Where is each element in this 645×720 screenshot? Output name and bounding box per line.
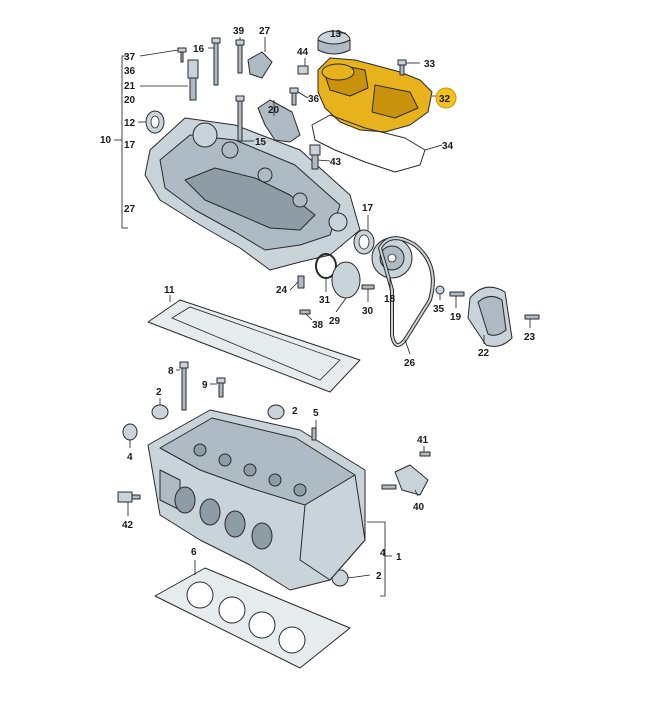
washer-35 (435, 285, 445, 295)
top-bolts (177, 37, 407, 142)
label-36-right: 36 (308, 94, 320, 105)
sealing-cap-29 (331, 261, 361, 299)
label-41: 41 (417, 435, 429, 446)
oil-filler-housing-highlighted (317, 57, 433, 133)
label-42: 42 (122, 520, 134, 531)
label-17-lower: 17 (362, 203, 374, 214)
label-19: 19 (450, 312, 462, 323)
label-44: 44 (297, 47, 309, 58)
label-6: 6 (191, 547, 197, 558)
bracket-27 (247, 51, 273, 79)
label-10: 10 (100, 135, 112, 146)
cylinder-head (147, 409, 366, 591)
highlight-marker-32: 32 (435, 87, 457, 109)
label-34: 34 (442, 141, 454, 152)
housing-gasket (311, 114, 426, 173)
label-26: 26 (404, 358, 416, 369)
label-23: 23 (524, 332, 536, 343)
temperature-sender (309, 144, 321, 170)
label-15: 15 (255, 137, 267, 148)
control-valve (187, 59, 199, 101)
plug-2-right (267, 404, 285, 420)
label-2-right: 2 (292, 406, 298, 417)
label-33: 33 (424, 59, 436, 70)
label-18: 18 (384, 294, 396, 305)
cover-gasket (147, 299, 361, 393)
label-1: 1 (396, 552, 402, 563)
label-17-top: 17 (124, 140, 136, 151)
camshaft-sprocket (371, 237, 413, 279)
label-30: 30 (362, 306, 374, 317)
plug-4 (122, 423, 138, 441)
oil-filler-cap (317, 30, 351, 55)
sensor-42 (117, 491, 141, 503)
bolt-38 (299, 309, 311, 315)
label-2-bottom: 2 (376, 571, 382, 582)
label-40: 40 (413, 502, 425, 513)
label-9: 9 (202, 380, 208, 391)
leader-lines (127, 32, 531, 579)
label-29: 29 (329, 316, 341, 327)
label-31: 31 (319, 295, 331, 306)
label-27-left: 27 (124, 204, 136, 215)
part-labels: 13 39 27 16 44 33 37 36 21 20 20 36 32 1… (100, 26, 536, 582)
plug-2-left (151, 404, 169, 420)
label-43: 43 (330, 157, 342, 168)
bolt-9 (216, 377, 226, 384)
bolt-19 (449, 291, 465, 297)
label-2-left: 2 (156, 387, 162, 398)
cylinder-head-cover (144, 117, 361, 271)
label-39: 39 (233, 26, 245, 37)
label-4-right: 4 (380, 548, 386, 559)
label-27-top: 27 (259, 26, 271, 37)
group-brackets (114, 55, 392, 597)
label-4-left: 4 (127, 452, 133, 463)
label-37: 37 (124, 52, 136, 63)
bolt-23 (524, 314, 540, 320)
head-gasket (154, 567, 351, 669)
label-12: 12 (124, 118, 136, 129)
sensor-24 (297, 275, 305, 289)
label-22: 22 (478, 348, 490, 359)
label-24: 24 (276, 285, 288, 296)
label-13: 13 (330, 29, 342, 40)
label-11: 11 (164, 285, 175, 296)
sensor-40 (381, 464, 429, 496)
label-16: 16 (193, 44, 205, 55)
label-32: 32 (439, 94, 451, 105)
stud-5 (311, 427, 317, 441)
bolt-41 (419, 451, 431, 457)
label-21: 21 (124, 81, 136, 92)
label-20-left: 20 (124, 95, 136, 106)
label-5: 5 (313, 408, 319, 419)
label-8: 8 (168, 366, 174, 377)
head-bolt-8 (179, 361, 189, 369)
bolt-30 (361, 284, 375, 290)
label-20-right: 20 (268, 105, 280, 116)
label-36-left: 36 (124, 66, 136, 77)
label-38: 38 (312, 320, 324, 331)
label-35: 35 (433, 304, 445, 315)
